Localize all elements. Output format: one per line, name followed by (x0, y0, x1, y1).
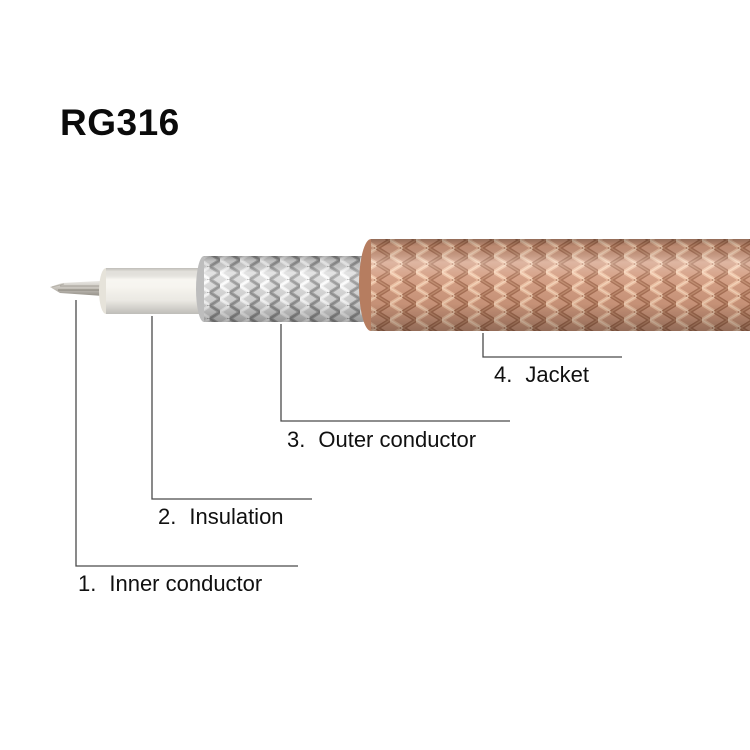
leader-line-insulation (151, 316, 312, 500)
label-text: Jacket (525, 362, 589, 387)
label-inner-conductor: 1. Inner conductor (78, 571, 262, 597)
leader-line-jacket (482, 333, 622, 358)
label-jacket: 4. Jacket (494, 362, 589, 388)
label-text: Outer conductor (318, 427, 477, 452)
leader-line-outer-conductor (280, 324, 510, 422)
label-number: 1. (78, 571, 97, 596)
label-text: Insulation (189, 504, 284, 529)
label-number: 4. (494, 362, 513, 387)
label-text: Inner conductor (109, 571, 263, 596)
label-insulation: 2. Insulation (158, 504, 284, 530)
label-number: 2. (158, 504, 177, 529)
outer-conductor-graphic (196, 256, 378, 322)
label-number: 3. (287, 427, 306, 452)
leader-line-inner-conductor (75, 300, 298, 567)
jacket-graphic (359, 239, 750, 331)
label-outer-conductor: 3. Outer conductor (287, 427, 476, 453)
page-title: RG316 (60, 102, 180, 143)
